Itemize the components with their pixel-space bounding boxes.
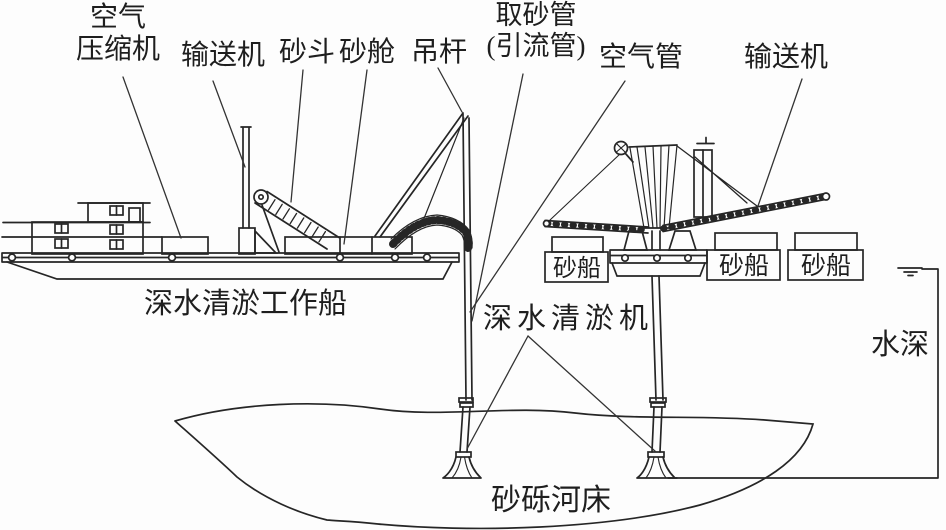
sand-boat-3 bbox=[787, 232, 864, 281]
leader-air-compressor bbox=[122, 76, 182, 239]
label-riverbed: 砂砾河床 bbox=[491, 484, 611, 517]
label-sand-boat-1: 砂船 bbox=[553, 256, 601, 282]
label-air-compressor: 空气 压缩机 bbox=[75, 2, 160, 66]
leader-conveyor-right bbox=[757, 78, 803, 207]
sand-pipe-left bbox=[462, 113, 473, 401]
riverbed-outline bbox=[174, 403, 815, 530]
leader-conveyor-left bbox=[212, 80, 246, 168]
bucket-conveyor bbox=[253, 189, 340, 253]
leader-dredger-right bbox=[527, 335, 657, 453]
sand-cabin-box bbox=[284, 236, 413, 255]
air-compressor-box bbox=[161, 236, 209, 255]
discharge-boom-right bbox=[660, 192, 831, 233]
platform-pontoon bbox=[609, 230, 708, 277]
sand-pipe-right bbox=[651, 275, 664, 401]
label-conveyor-right: 输送机 bbox=[744, 42, 829, 73]
label-sand-hopper: 砂斗 bbox=[279, 37, 336, 68]
label-derrick: 吊杆 bbox=[411, 37, 468, 68]
derrick-boom bbox=[374, 112, 469, 238]
water-level-icon bbox=[897, 267, 923, 277]
label-dredger: 深水清淤机 bbox=[483, 303, 654, 335]
leader-dredger-left bbox=[466, 335, 529, 450]
dredge-machine-right bbox=[636, 397, 678, 479]
water-depth-bracket bbox=[667, 268, 939, 479]
leader-derrick bbox=[437, 67, 463, 113]
sand-boat-2 bbox=[706, 232, 781, 281]
conveyor-mast bbox=[238, 126, 278, 255]
label-water-depth: 水深 bbox=[871, 329, 930, 361]
work-ship-superstructure bbox=[1, 202, 163, 255]
label-sand-cabin: 砂舱 bbox=[339, 37, 396, 68]
leader-sand-hopper bbox=[290, 69, 304, 203]
leader-lines bbox=[122, 67, 803, 453]
label-sand-boat-2: 砂船 bbox=[718, 253, 769, 280]
leader-sand-pipe bbox=[471, 73, 524, 322]
cabin-windows bbox=[54, 205, 141, 250]
label-conveyor-left: 输送机 bbox=[181, 40, 266, 71]
dredge-machine-left bbox=[442, 397, 482, 479]
label-work-ship: 深水清淤工作船 bbox=[144, 288, 348, 320]
work-ship-hull bbox=[1, 252, 460, 280]
label-sand-pipe: 取砂管 (引流管) bbox=[486, 0, 586, 62]
sand-boat-1 bbox=[544, 236, 609, 283]
platform-tower bbox=[549, 136, 758, 229]
leader-sand-cabin bbox=[343, 69, 368, 245]
label-sand-boat-3: 砂船 bbox=[800, 253, 851, 280]
leader-air-pipe bbox=[469, 80, 626, 313]
suction-hose-coil bbox=[389, 214, 473, 252]
label-air-pipe: 空气管 bbox=[599, 42, 684, 73]
discharge-boom-left bbox=[542, 219, 651, 234]
